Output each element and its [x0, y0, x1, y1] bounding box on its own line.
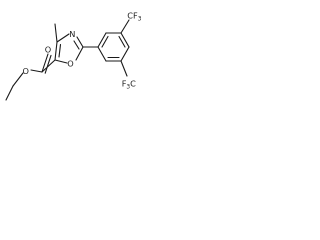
phenyl-inner-bond-a: [101, 35, 109, 48]
chemical-structure-diagram: N O O O CF3 F3C: [5, 10, 142, 101]
oxazole-ring: [54, 23, 84, 64]
ester-oxygen-label: O: [23, 66, 29, 76]
trifluoromethyl-bonds: [120, 19, 130, 77]
bond-c5-c4: [54, 41, 58, 61]
bond-c5-c4-inner: [58, 43, 62, 58]
bond-o1-c5: [54, 59, 68, 64]
bond-carbonyl-c-ring-c5: [41, 59, 56, 73]
bond-phenyl-cf3-bottom: [120, 60, 128, 77]
cf3-top-label: CF3: [127, 10, 141, 22]
cf3-top-text: CF: [127, 10, 138, 20]
cf3-bottom-c: C: [130, 78, 136, 88]
phenyl-inner-bond-b: [118, 35, 126, 48]
bond-c2-o1: [75, 46, 84, 61]
phenyl-bond-3: [120, 32, 130, 48]
ethyl-ester-group: [5, 53, 56, 101]
bond-carbonyl-c-o-double-a: [41, 53, 49, 73]
ring-nitrogen-label: N: [69, 29, 75, 39]
ring-oxygen-label: O: [67, 58, 73, 68]
phenyl-ring: [82, 32, 130, 62]
phenyl-bond-1: [97, 32, 107, 48]
bond-c4-methyl: [54, 23, 58, 43]
phenyl-bond-6: [97, 46, 107, 62]
bond-ethyl-ch2-o: [12, 72, 24, 87]
bond-carbonyl-c-o-double-b: [44, 54, 52, 74]
cf3-bottom-subscript: 3: [126, 85, 130, 91]
bond-n3-c2-inner: [73, 40, 80, 50]
phenyl-bond-4: [120, 46, 130, 62]
cf3-bottom-f: F: [122, 78, 127, 88]
bond-n3-c2: [76, 36, 84, 48]
bond-c4-n3: [56, 33, 70, 43]
cf3-top-subscript: 3: [138, 17, 142, 23]
cf3-bottom-label: F3C: [122, 78, 136, 90]
bond-ethyl-ch3-ch2: [5, 85, 14, 101]
bond-phenyl-cf3-top: [120, 19, 130, 34]
carbonyl-oxygen-label: O: [45, 45, 51, 55]
bond-ester-o-carbonyl-c: [30, 69, 43, 73]
